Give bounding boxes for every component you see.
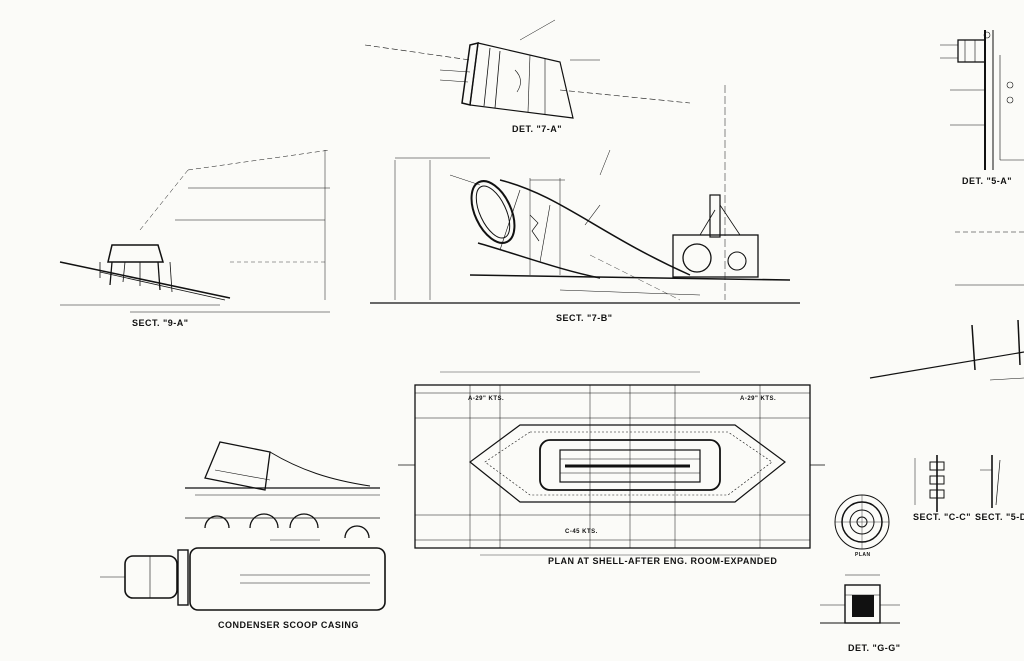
sect-9a-title: SECT. "9-A": [132, 318, 189, 328]
sect-5d-title: SECT. "5-D": [975, 512, 1024, 522]
det-gg-view: [820, 494, 900, 624]
frame-label-right: A-29" KTS.: [740, 396, 777, 402]
det-gg-title: DET. "G-G": [848, 643, 901, 653]
sect-cc-5d-views: [914, 455, 1001, 512]
sect-9a-view: [59, 149, 331, 313]
sect-7b-view: [370, 85, 800, 304]
det-5a-view: [940, 30, 1024, 170]
det-5a-title: DET. "5-A": [962, 176, 1013, 186]
condenser-scoop-casing-title: CONDENSER SCOOP CASING: [218, 620, 359, 630]
plan-at-shell-view: [398, 371, 825, 556]
sect-cc-title: SECT. "C-C": [913, 512, 972, 522]
plan-title: PLAN AT SHELL-AFTER ENG. ROOM-EXPANDED: [548, 556, 778, 566]
small-plan-label: PLAN: [855, 552, 871, 558]
sect-7b-title: SECT. "7-B": [556, 313, 613, 323]
frame-label-left: A-29" KTS.: [468, 396, 505, 402]
det-7a-title: DET. "7-A": [512, 124, 563, 134]
right-partial-views: [869, 231, 1024, 381]
det-7a-view: [364, 19, 691, 119]
condenser-scoop-casing-view: [100, 441, 386, 611]
frame-label-bottom: C-45 KTS.: [565, 529, 598, 535]
